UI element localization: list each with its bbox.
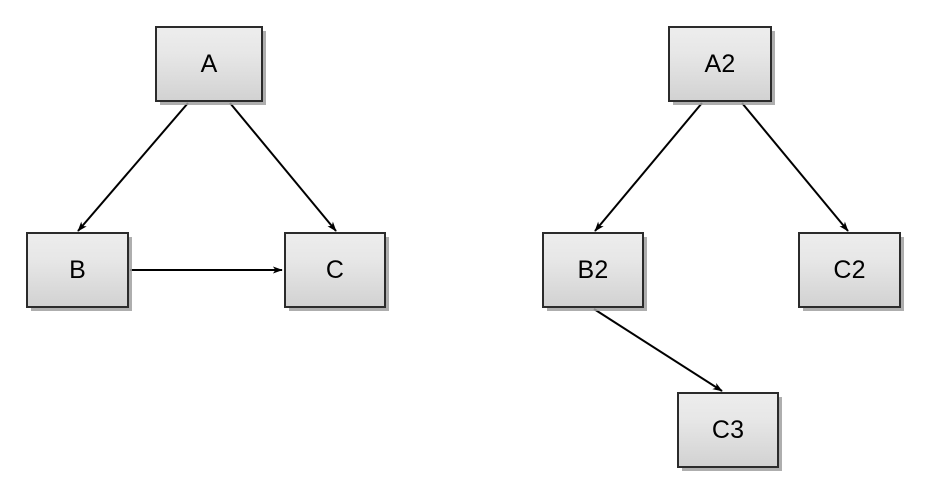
edge-a2-to-c2 xyxy=(741,102,849,232)
edge-a-to-c xyxy=(229,102,337,232)
edge-group xyxy=(77,102,849,392)
node-c2[interactable]: C2 xyxy=(798,232,901,308)
node-label-c3: C3 xyxy=(711,415,745,444)
node-b2[interactable]: B2 xyxy=(542,232,644,308)
node-label-a: A xyxy=(200,49,218,78)
node-label-c: C xyxy=(325,255,345,284)
node-label-c2: C2 xyxy=(833,255,866,284)
node-label-b: B xyxy=(69,255,86,284)
node-a[interactable]: A xyxy=(155,26,263,102)
node-label-b2: B2 xyxy=(577,255,609,284)
node-c[interactable]: C xyxy=(284,232,386,308)
edge-a2-to-b2 xyxy=(594,102,703,232)
node-c3[interactable]: C3 xyxy=(677,392,779,468)
edge-b2-to-c3 xyxy=(593,308,723,392)
edge-a-to-b xyxy=(77,102,189,232)
node-label-a2: A2 xyxy=(704,49,736,78)
node-a2[interactable]: A2 xyxy=(668,26,772,102)
node-b[interactable]: B xyxy=(26,232,129,308)
